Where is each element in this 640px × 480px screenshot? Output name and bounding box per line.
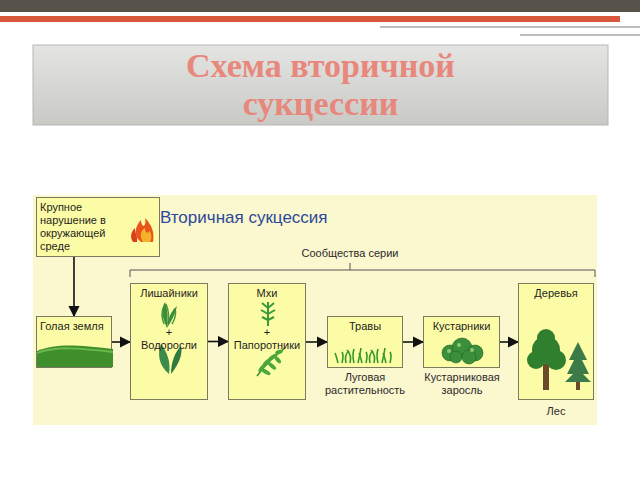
series-label: Сообщества серии xyxy=(300,247,400,260)
arrow-connector xyxy=(403,341,423,343)
node-heading: Кустарники xyxy=(427,320,496,333)
stage-caption: Лес xyxy=(516,405,596,418)
slide-title: Схема вторичной сукцессии xyxy=(33,45,608,125)
disturbance-box: Крупное нарушение в окружающей среде xyxy=(36,197,160,257)
node-heading: Голая земля xyxy=(40,320,108,333)
node-text: Папоротники xyxy=(232,339,302,352)
arrow-connector xyxy=(208,341,228,343)
node-heading: Крупное нарушение в окружающей среде xyxy=(40,201,132,253)
node-heading: Лишайники xyxy=(134,287,204,300)
stage-illustration xyxy=(519,284,595,399)
title-text: Схема вторичной сукцессии xyxy=(156,47,486,123)
arrow-connector xyxy=(500,341,518,343)
stage-box: Кустарники xyxy=(423,316,500,368)
stage-caption: Кустарниковая заросль xyxy=(412,371,512,397)
stage-box: Мхи +Папоротники xyxy=(228,283,306,400)
stage-caption: Луговая растительность xyxy=(316,371,414,397)
node-heading: Травы xyxy=(331,320,399,333)
node-heading: Мхи xyxy=(232,287,302,300)
node-text: Водоросли xyxy=(134,339,204,352)
arrow-connector xyxy=(73,257,75,316)
stage-box: Деревья xyxy=(518,283,594,400)
stage-box: Голая земля xyxy=(36,316,112,368)
node-text: + xyxy=(232,326,302,339)
stage-box: Лишайники +Водоросли xyxy=(130,283,208,400)
stage-box: Травы xyxy=(327,316,403,368)
node-heading: Деревья xyxy=(522,287,590,300)
arrow-connector xyxy=(306,341,327,343)
node-text: + xyxy=(134,326,204,339)
diagram-title: Вторичная сукцессия xyxy=(160,208,480,228)
arrow-connector xyxy=(112,341,130,343)
